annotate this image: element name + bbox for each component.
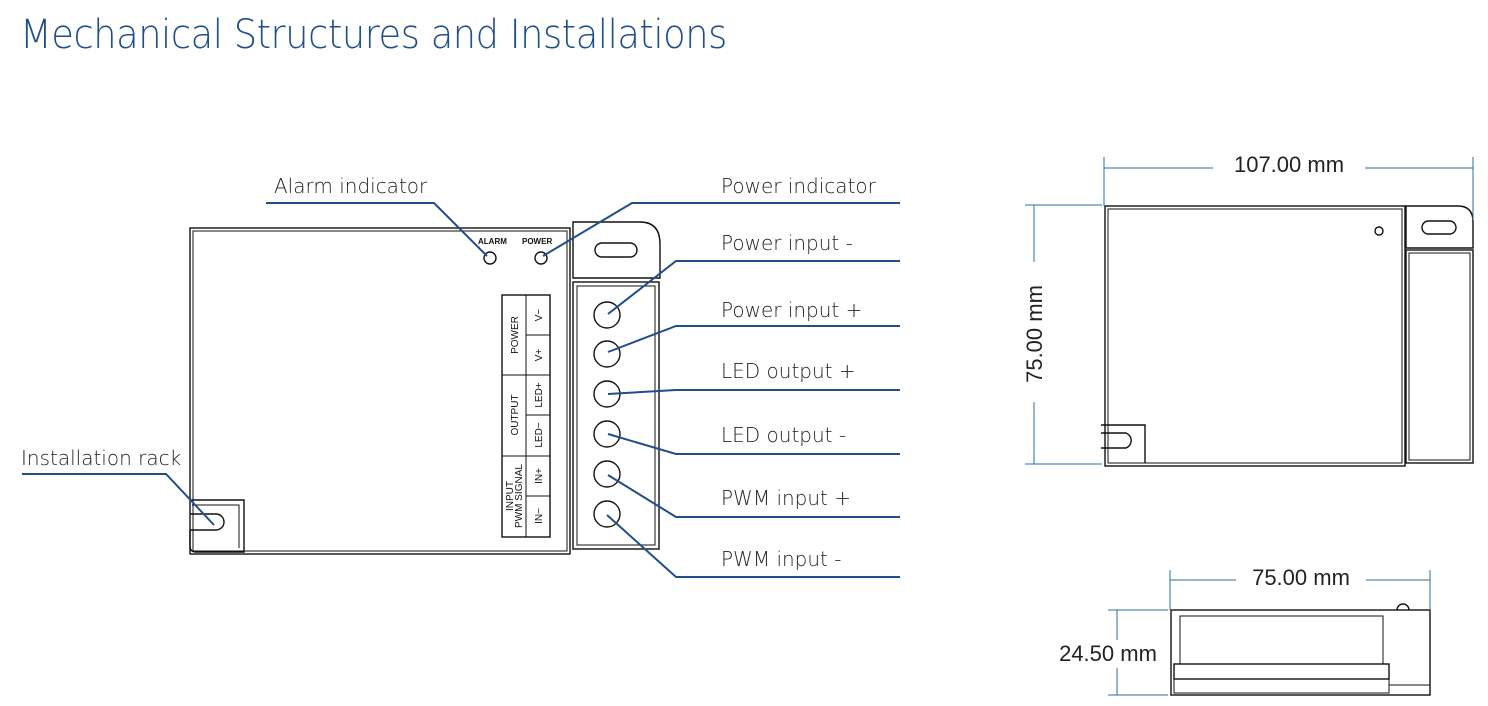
front-view-device: ALARM POWER POWER OUTPUT INPUT PWM SIGNA… [189, 221, 661, 555]
terminal-housing-inner [576, 285, 656, 546]
group-label-output: OUTPUT [510, 394, 521, 435]
side-view-body [1170, 609, 1431, 696]
callout-led-output-plus: LED output + [721, 359, 856, 383]
terminal-screw-v-minus [593, 301, 621, 329]
alarm-led-icon [483, 251, 497, 265]
callout-led-output-minus: LED output - [721, 423, 846, 447]
top-view-led-icon [1374, 226, 1384, 236]
terminal-screw-v-plus [593, 340, 621, 368]
leader-power-indicator [542, 202, 900, 257]
dimension-width: 75.00 mm [1022, 204, 1102, 465]
top-view-mounting-ear [1405, 205, 1474, 249]
side-view-device [1170, 603, 1431, 696]
callout-alarm-indicator: Alarm indicator [274, 174, 428, 198]
callouts: Alarm indicator Power indicator Power in… [21, 174, 900, 578]
leader-pwm-input-minus [606, 514, 900, 578]
top-view-device [1101, 205, 1474, 467]
mounting-ear-top [572, 221, 661, 279]
callout-pwm-input-plus: PWM input + [721, 486, 851, 510]
callout-installation-rack: Installation rack [21, 446, 181, 470]
dimension-width-label: 75.00 mm [1022, 285, 1047, 383]
pin-label-led-minus: LED− [534, 422, 545, 447]
pin-label-v-plus: V+ [534, 349, 545, 362]
terminal-label-block: POWER OUTPUT INPUT PWM SIGNAL V− V+ LED+… [501, 294, 551, 538]
rack-slot [190, 513, 225, 531]
leader-pwm-input-plus [607, 474, 900, 518]
dimension-side-width-label: 75.00 mm [1252, 565, 1350, 590]
pin-label-in-minus: IN− [534, 508, 545, 524]
power-led-icon [534, 251, 548, 265]
leader-power-input-plus [607, 325, 900, 353]
leader-led-output-plus [607, 389, 900, 395]
dimension-length-label: 107.00 mm [1234, 152, 1344, 177]
pin-label-v-minus: V− [534, 309, 545, 322]
top-view-terminal-housing [1405, 249, 1474, 464]
mounting-slot [594, 242, 638, 258]
callout-power-input-minus: Power input - [721, 231, 853, 255]
group-label-power: POWER [510, 316, 521, 354]
leader-power-input-minus [607, 260, 900, 315]
power-led-label: POWER [522, 237, 552, 246]
dimension-length: 107.00 mm [1103, 152, 1474, 220]
device-body-inner [192, 230, 568, 552]
group-label-input: INPUT [505, 481, 516, 511]
top-view-body [1104, 205, 1406, 467]
top-view-rack [1101, 424, 1146, 463]
leader-alarm-indicator [266, 202, 488, 257]
pin-label-led-plus: LED+ [534, 382, 545, 407]
pin-label-in-plus: IN+ [534, 468, 545, 484]
installation-rack [189, 499, 245, 553]
device-body [189, 227, 571, 555]
leader-installation-rack [22, 473, 215, 526]
leader-led-output-minus [607, 433, 900, 455]
dimension-height: 24.50 mm [1059, 609, 1168, 696]
dimension-height-label: 24.50 mm [1059, 641, 1157, 666]
terminal-screw-in-plus [593, 460, 621, 488]
callout-pwm-input-minus: PWM input - [721, 547, 841, 571]
terminal-housing [572, 281, 660, 550]
top-view-mounting-slot [1421, 220, 1457, 235]
terminal-screw-led-minus [593, 420, 621, 448]
callout-power-indicator: Power indicator [721, 174, 877, 198]
callout-power-input-plus: Power input + [721, 298, 862, 322]
group-label-pwm-signal: PWM SIGNAL [514, 464, 525, 528]
dimension-side-width: 75.00 mm [1169, 565, 1431, 610]
alarm-led-label: ALARM [478, 237, 507, 246]
side-view-led-icon [1396, 603, 1410, 611]
terminal-screw-in-minus [593, 500, 621, 528]
page-title: Mechanical Structures and Installations [20, 12, 727, 58]
